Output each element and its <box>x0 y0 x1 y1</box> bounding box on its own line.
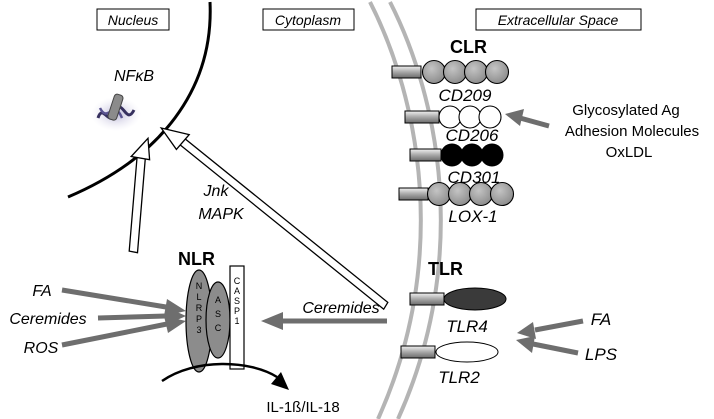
tlr2-receptor <box>400 341 499 363</box>
region-label-extracellular: Extracellular Space <box>475 8 642 31</box>
tlr2-label: TLR2 <box>438 368 480 387</box>
clr-ligand-glycosylated-ag: Glycosylated Ag <box>572 102 680 119</box>
asc-component <box>205 281 231 359</box>
lox1-label: LOX-1 <box>448 207 497 226</box>
nlr-input-ceremides: Ceremides <box>9 311 86 328</box>
nlr-input-fa: FA <box>32 283 51 300</box>
region-label-nucleus: Nucleus <box>96 8 170 31</box>
cytoplasm-input-ceremides: Ceremides <box>302 300 379 317</box>
nuclear-membrane <box>67 1 212 199</box>
tlr-ligand-fa: FA <box>591 310 611 329</box>
cd206-receptor <box>404 105 502 129</box>
arrow-ceremides-to-nfkb <box>159 126 389 311</box>
svg-text:Nucleus: Nucleus <box>108 12 159 28</box>
cd206-label: CD206 <box>446 126 499 145</box>
nlr-title: NLR <box>178 249 215 269</box>
tlr4-label: TLR4 <box>446 317 488 336</box>
clr-ligand-adhesion-molecules: Adhesion Molecules <box>565 123 699 140</box>
svg-text:Cytoplasm: Cytoplasm <box>275 12 341 28</box>
clr-title: CLR <box>450 37 487 57</box>
signaling-label-mapk: MAPK <box>198 206 245 223</box>
tlr-ligand-lps: LPS <box>585 345 618 364</box>
nlr-input-ros: ROS <box>24 340 59 357</box>
arrow-fa-to-tlr4 <box>517 318 584 339</box>
nfkb-protein-icon <box>91 93 141 131</box>
cd209-label: CD209 <box>439 86 492 105</box>
region-label-cytoplasm: Cytoplasm <box>262 8 355 31</box>
arrow-ligands-to-cd206 <box>505 109 550 129</box>
nlr-output-label: IL-1ß/IL-18 <box>266 399 339 416</box>
nfkb-label: NFκB <box>114 68 154 85</box>
signaling-label-jnk: Jnk <box>203 183 230 200</box>
cd301-receptor <box>409 143 504 167</box>
clr-ligand-oxldl: OxLDL <box>606 144 653 161</box>
cd209-receptor <box>391 59 510 85</box>
casp1-component <box>229 265 245 370</box>
arrow-ros-to-nlrp3 <box>61 316 186 348</box>
tlr4-receptor <box>409 287 507 311</box>
svg-text:Extracellular Space: Extracellular Space <box>498 12 619 28</box>
arrow-nlr-to-nfkb <box>128 136 151 254</box>
arrow-output-cytokines <box>161 362 289 390</box>
lox1-receptor <box>398 181 515 207</box>
arrow-lps-to-tlr2 <box>516 336 579 356</box>
tlr-title: TLR <box>428 259 463 279</box>
arrow-ceremides-to-casp1 <box>261 312 387 330</box>
